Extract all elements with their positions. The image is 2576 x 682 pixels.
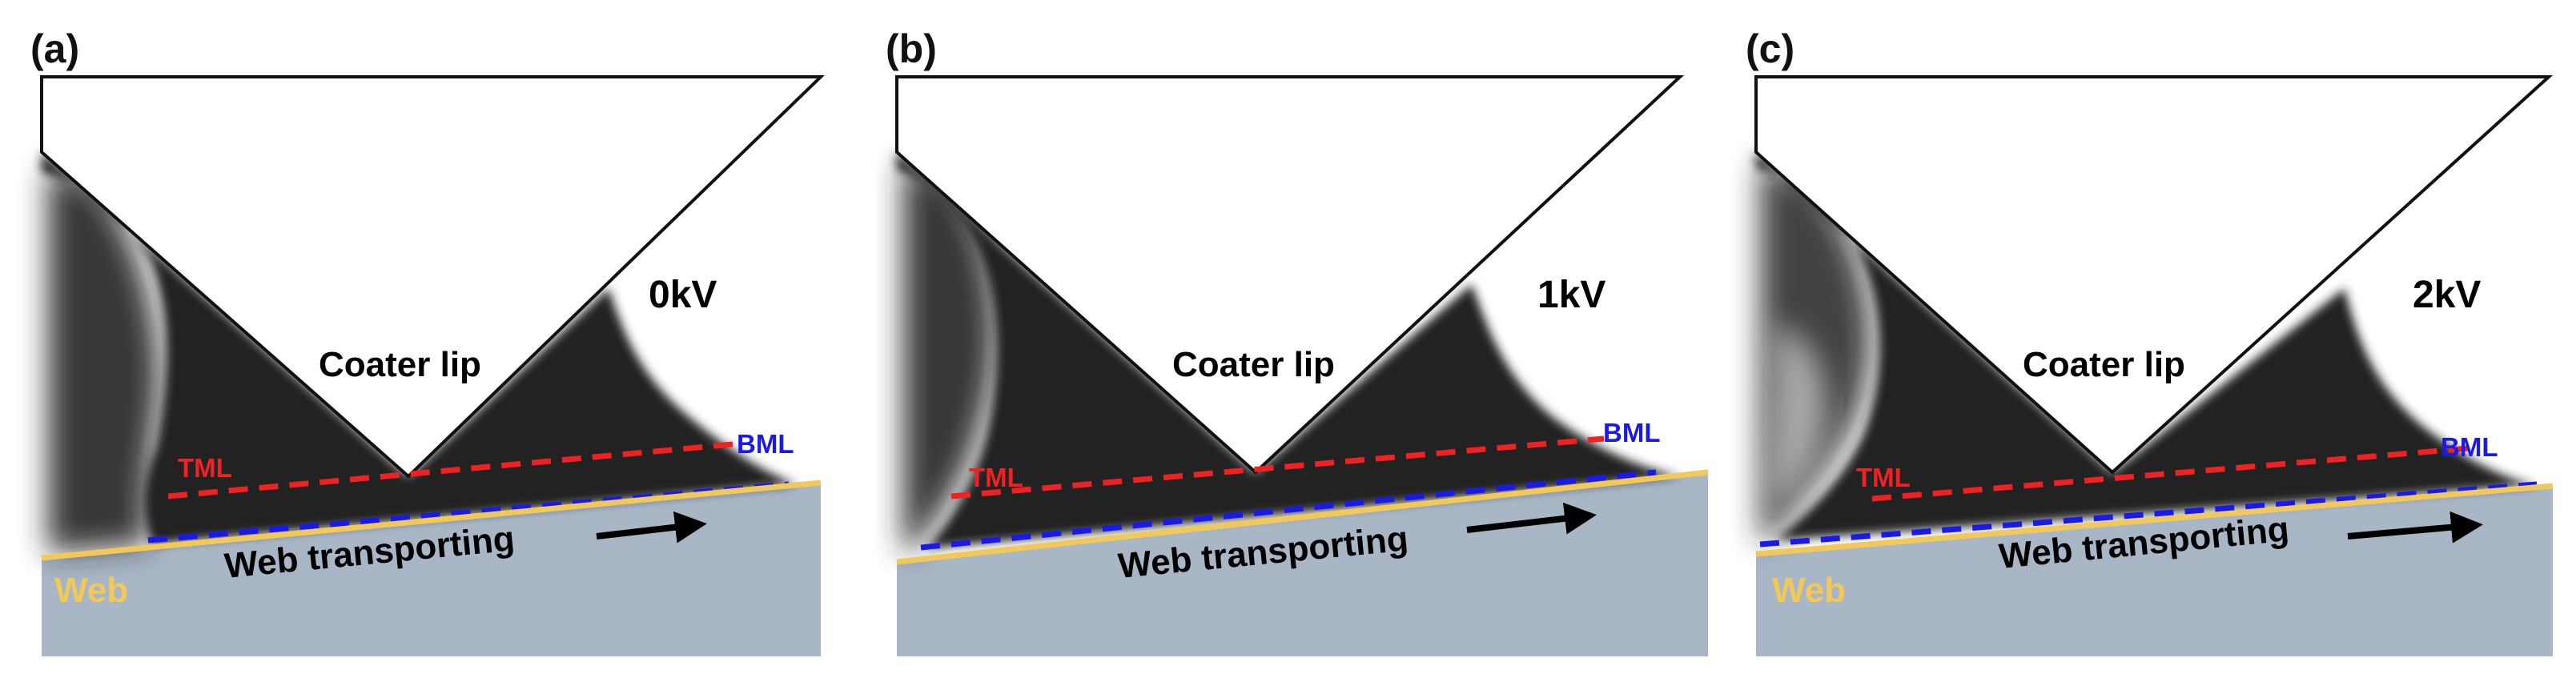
substrate — [897, 471, 1708, 656]
panel-label: (c) — [1746, 26, 1794, 71]
voltage-label: 2kV — [2413, 274, 2481, 316]
substrate — [1756, 485, 2553, 656]
bml-label: BML — [1603, 418, 1660, 447]
panel-b: (b) Coater lip 1kV TML BML Web transport… — [886, 26, 1709, 656]
panel-label: (b) — [886, 26, 937, 71]
tml-label: TML — [178, 453, 232, 483]
web-line — [41, 479, 822, 561]
coating-liquid — [1756, 152, 2545, 544]
panel-a: (a) Coater lip 0kV TML BML Web Web trans… — [30, 26, 825, 656]
direction-arrow — [596, 511, 707, 544]
bml-line — [1759, 481, 2538, 548]
panel-label: (a) — [30, 26, 79, 71]
direction-arrow — [2347, 511, 2483, 544]
coater-lip — [1754, 75, 2554, 475]
tml-label: TML — [969, 463, 1023, 492]
web-label: Web — [1772, 571, 1846, 610]
tml-line — [1871, 445, 2470, 502]
coating-liquid — [42, 152, 801, 552]
tml-line — [950, 435, 1605, 499]
tml-line — [167, 441, 733, 499]
voltage-label: 0kV — [649, 274, 717, 316]
coater-lip — [40, 75, 825, 479]
panel-c: (c) Coater lip 2kV TML BML Web Web trans… — [1746, 26, 2554, 656]
coater-lip-label: Coater lip — [1172, 345, 1335, 384]
tml-label: TML — [1856, 463, 1911, 492]
web-label: Web — [54, 571, 128, 610]
direction-arrow — [1466, 502, 1597, 535]
coater-lip-label: Coater lip — [2023, 345, 2185, 384]
web-line — [896, 469, 1709, 565]
web-line — [1755, 483, 2554, 557]
substrate — [42, 482, 821, 656]
bml-line — [920, 469, 1657, 551]
bml-label: BML — [737, 429, 794, 459]
voltage-label: 1kV — [1537, 274, 1605, 316]
coater-lip — [895, 75, 1685, 475]
coater-lip-label: Coater lip — [319, 345, 481, 384]
bml-label: BML — [2441, 432, 2498, 462]
